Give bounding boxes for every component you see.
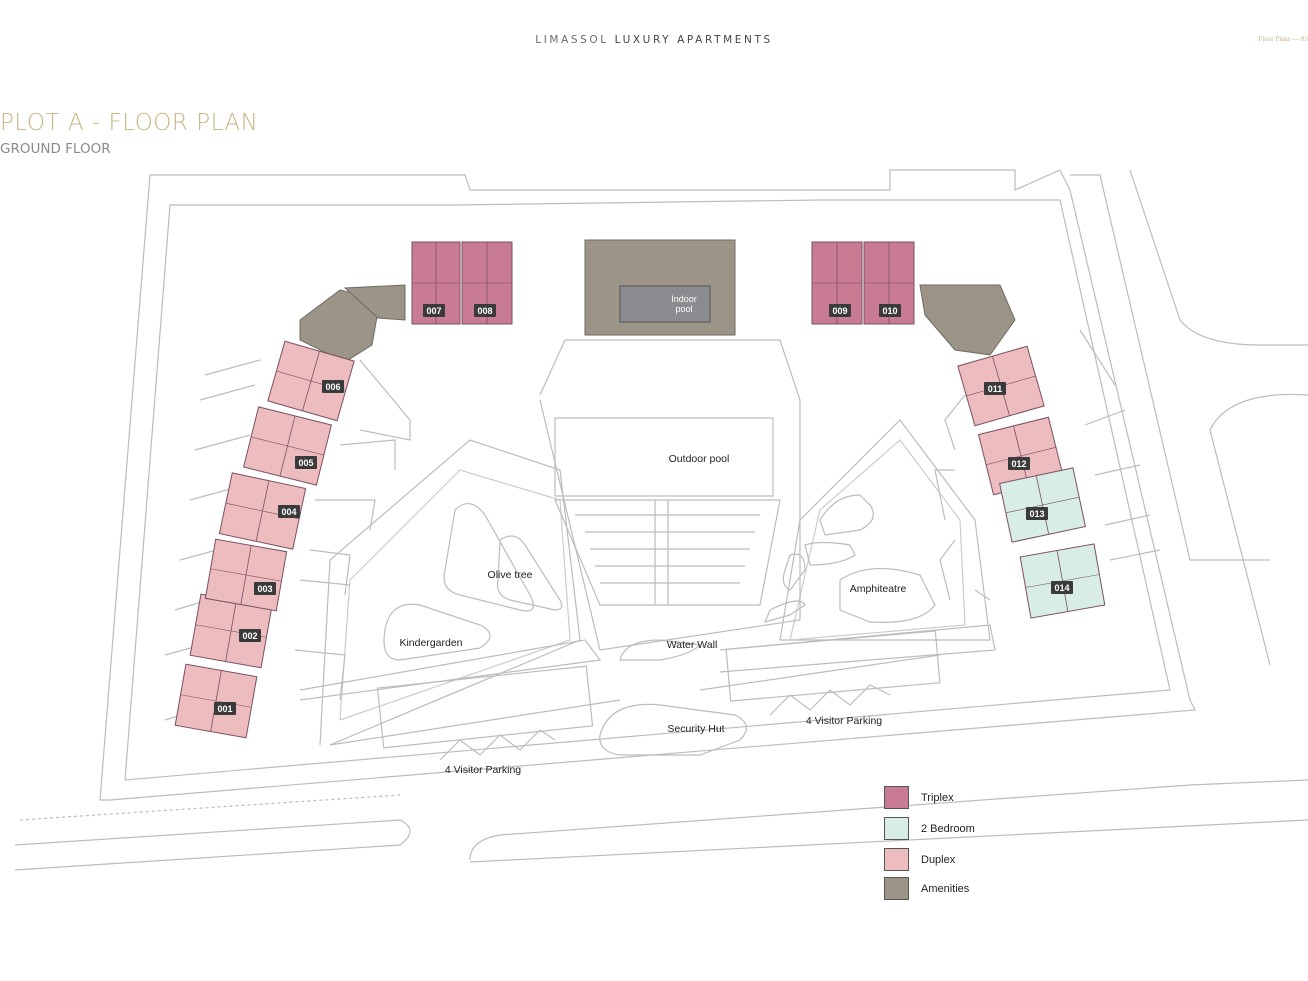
unit-number-008: 008	[477, 306, 492, 316]
area-labels: 001 002 003 004 005 006 007 008 009 010 011 012 013 0…	[214, 294, 1073, 776]
label-water-wall: Water Wall	[667, 639, 718, 651]
unit-013	[998, 467, 1087, 543]
unit-005	[243, 406, 332, 486]
unit-wall	[210, 568, 282, 582]
legend-swatch	[884, 877, 909, 900]
legend-item: Triplex	[884, 786, 1084, 812]
unit-tag	[474, 304, 496, 317]
label-olive-tree: Olive tree	[488, 569, 533, 581]
unit-wall	[180, 694, 252, 708]
page-subtitle: GROUND FLOOR	[0, 141, 111, 157]
brand-header: LIMASSOL LUXURY APARTMENTS	[0, 34, 1308, 46]
unit-tag	[1008, 457, 1030, 470]
legend-swatch	[884, 786, 909, 809]
unit-blocks	[174, 239, 1106, 739]
unit-number-009: 009	[832, 306, 847, 316]
unit-number-011: 011	[988, 384, 1003, 394]
legend-label: Triplex	[921, 792, 954, 804]
indoor-pool-basin	[619, 285, 711, 323]
unit-tag	[984, 382, 1006, 395]
unit-number-012: 012	[1011, 459, 1026, 469]
brand-strong: LUXURY APARTMENTS	[614, 34, 773, 46]
unit-number-007: 007	[426, 306, 441, 316]
legend-swatch	[884, 848, 909, 871]
unit-number-014: 014	[1054, 583, 1069, 593]
unit-tag	[278, 505, 300, 518]
unit-number-003: 003	[257, 584, 272, 594]
page-title: PLOT A - FLOOR PLAN	[0, 110, 259, 136]
unit-tag	[423, 304, 445, 317]
label-amphiteatre: Amphiteatre	[850, 583, 907, 595]
legend-swatch	[884, 817, 909, 840]
unit-number-010: 010	[882, 306, 897, 316]
unit-tag	[879, 304, 901, 317]
unit-tag	[254, 582, 276, 595]
unit-wall	[251, 436, 324, 456]
unit-001	[174, 663, 258, 739]
unit-wall	[985, 446, 1057, 466]
site-outlines	[14, 169, 1308, 871]
page-reference: Floor Plans — 85	[1258, 35, 1308, 43]
right-amenity-block	[919, 284, 1016, 356]
legend-item: 2 Bedroom	[884, 817, 1084, 843]
legend-label: Amenities	[921, 883, 970, 895]
unit-number-005: 005	[298, 458, 313, 468]
unit-tag	[322, 380, 344, 393]
legend-label: Duplex	[921, 854, 956, 866]
unit-tag	[1051, 581, 1073, 594]
unit-tag	[214, 702, 236, 715]
unit-number-002: 002	[242, 631, 257, 641]
unit-006	[267, 340, 355, 422]
unit-tag	[829, 304, 851, 317]
legend-item: Duplex	[884, 848, 1084, 874]
unit-wall	[1005, 496, 1080, 514]
unit-tag	[239, 629, 261, 642]
unit-number-013: 013	[1029, 509, 1044, 519]
label-visitor-parking-left: 4 Visitor Parking	[445, 764, 521, 776]
legend-label: 2 Bedroom	[921, 823, 975, 835]
unit-tag	[1026, 507, 1048, 520]
left-amenity-block	[299, 289, 381, 363]
unit-tag	[295, 456, 317, 469]
unit-number-004: 004	[281, 507, 296, 517]
label-outdoor-pool: Outdoor pool	[669, 453, 730, 465]
legend-item: Amenities	[884, 877, 1084, 903]
label-kindergarden: Kindergarden	[399, 637, 462, 649]
label-security-hut: Security Hut	[667, 723, 724, 735]
unit-number-006: 006	[325, 382, 340, 392]
unit-003	[204, 538, 288, 612]
label-visitor-parking-right: 4 Visitor Parking	[806, 715, 882, 727]
brand-light: LIMASSOL	[535, 34, 609, 46]
left-amenity-annex	[343, 284, 406, 321]
unit-number-001: 001	[217, 704, 232, 714]
